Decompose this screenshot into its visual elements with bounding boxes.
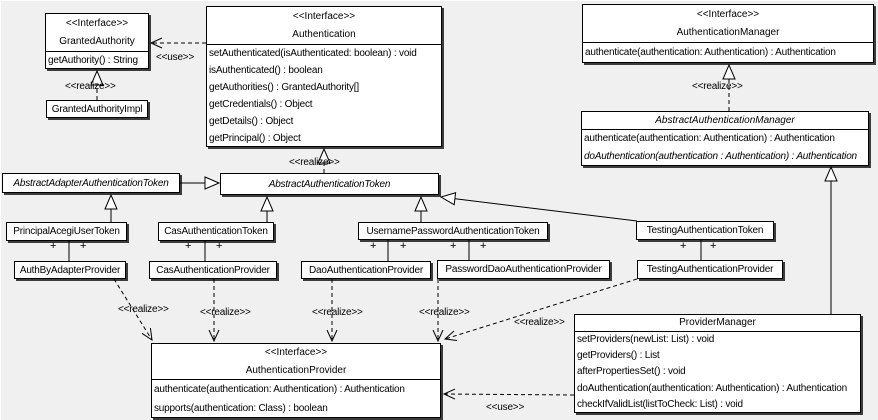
edge-label-realize-daoprovider: <<realize>> (312, 307, 363, 318)
class-stereotype: <<Interface>> (65, 18, 129, 29)
class-name: AuthenticationProvider (245, 365, 347, 376)
class-title: ProviderManager (575, 315, 860, 331)
edge-label-use-grantedauthority: <<use>> (156, 52, 195, 63)
class-box-authentication-provider: <<Interface>> AuthenticationProvider aut… (151, 343, 441, 418)
class-title: <<Interface>> GrantedAuthority (46, 14, 148, 51)
class-box-authentication: <<Interface>> Authentication setAuthenti… (206, 6, 442, 147)
assoc-end-plus: + (710, 240, 717, 252)
method: getAuthority() : String (48, 55, 138, 66)
class-name: TestingAuthenticationProvider (646, 264, 774, 275)
edge-use-providermanager-authprovider (444, 394, 575, 395)
edge-label-realize-passworddaoprovider: <<realize>> (419, 307, 470, 318)
class-name: DaoAuthenticationProvider (309, 264, 423, 276)
edge-realize-testingprovider (445, 278, 638, 339)
edge-label-realize-authbyadapter: <<realize>> (118, 304, 169, 315)
class-box-cas-authentication-token: CasAuthenticationToken (158, 222, 274, 241)
method: checkIfValidList(listToCheck: List) : vo… (577, 398, 743, 410)
method: doAuthentication(authentication : Authen… (584, 151, 857, 162)
assoc-end-plus: + (185, 240, 192, 252)
method: setAuthenticated(isAuthenticated: boolea… (209, 48, 417, 59)
class-box-provider-manager: ProviderManager setProviders(newList: Li… (574, 314, 861, 413)
edge-gen-testingauthenticationtoken (441, 197, 638, 222)
class-box-testing-authentication-token: TestingAuthenticationToken (636, 221, 774, 240)
class-box-dao-authentication-provider: DaoAuthenticationProvider (301, 261, 431, 279)
assoc-end-plus: + (480, 240, 487, 252)
class-name: GrantedAuthority (59, 36, 135, 47)
class-name: GrantedAuthorityImpl (51, 103, 143, 115)
class-box-password-dao-authentication-provider: PasswordDaoAuthenticationProvider (437, 260, 610, 279)
method: getDetails() : Object (209, 116, 294, 127)
edge-label-use-providermanager: <<use>> (486, 402, 525, 413)
edge-label-realize-authentication: <<realize>> (289, 157, 340, 168)
class-name: AuthenticationManager (676, 27, 780, 38)
method: getAuthorities() : GrantedAuthority[] (209, 82, 359, 93)
class-title: <<Interface>> AuthenticationProvider (152, 344, 440, 379)
edge-realize-authbyadapterprovider (113, 278, 152, 340)
class-name: ProviderManager (679, 317, 756, 328)
class-box-granted-authority-impl: GrantedAuthorityImpl (46, 100, 148, 118)
class-stereotype: <<Interface>> (264, 347, 328, 358)
class-name: AbstractAuthenticationManager (655, 115, 795, 126)
class-box-principal-acegi-user-token: PrincipalAcegiUserToken (6, 222, 127, 241)
class-name: CasAuthenticationProvider (156, 264, 270, 276)
class-name: UsernamePasswordAuthenticationToken (366, 225, 540, 237)
class-name: AuthByAdapterProvider (19, 264, 121, 276)
class-box-granted-authority: <<Interface>> GrantedAuthority getAuthor… (45, 13, 149, 69)
class-name: TestingAuthenticationToken (646, 225, 764, 236)
class-name: AbstractAdapterAuthenticationToken (13, 177, 169, 189)
method: afterPropertiesSet() : void (577, 366, 686, 378)
class-box-auth-by-adapter-provider: AuthByAdapterProvider (14, 261, 126, 279)
class-box-abstract-adapter-authentication-token: AbstractAdapterAuthenticationToken (2, 173, 180, 193)
method: setProviders(newList: List) : void (577, 334, 715, 345)
class-title: AbstractAuthenticationManager (582, 112, 868, 129)
class-stereotype: <<Interface>> (696, 9, 760, 20)
method: getProviders() : List (577, 350, 660, 362)
class-title: <<Interface>> AuthenticationManager (583, 5, 873, 42)
assoc-end-plus: + (216, 240, 223, 252)
method: getPrincipal() : Object (209, 133, 301, 144)
class-box-abstract-authentication-token: AbstractAuthenticationToken (220, 173, 439, 195)
edge-label-realize-grantedauthority: <<realize>> (65, 81, 116, 92)
assoc-end-plus: + (50, 240, 57, 252)
method: authenticate(authentication: Authenticat… (154, 384, 405, 395)
method: getCredentials() : Object (209, 99, 313, 110)
assoc-end-plus: + (400, 240, 407, 252)
class-name: PasswordDaoAuthenticationProvider (445, 264, 602, 275)
class-name: AbstractAuthenticationToken (268, 178, 391, 190)
edge-label-realize-authenticationmanager: <<realize>> (692, 81, 743, 92)
edge-label-realize-casprovider: <<realize>> (200, 307, 251, 318)
class-name: CasAuthenticationToken (164, 226, 268, 237)
method: doAuthentication(authentication: Authent… (577, 382, 847, 394)
class-box-testing-authentication-provider: TestingAuthenticationProvider (637, 260, 783, 279)
class-box-authentication-manager: <<Interface>> AuthenticationManager auth… (582, 4, 874, 63)
assoc-end-plus: + (80, 240, 87, 252)
method: supports(authentication: Class) : boolea… (154, 403, 328, 414)
method: authenticate(authentication: Authenticat… (585, 47, 836, 58)
class-box-abstract-authentication-manager: AbstractAuthenticationManager authentica… (581, 111, 869, 166)
assoc-end-plus: + (680, 240, 687, 252)
method: authenticate(authentication: Authenticat… (584, 133, 835, 144)
assoc-end-plus: + (450, 240, 457, 252)
method: isAuthenticated() : boolean (209, 65, 323, 76)
class-title: <<Interface>> Authentication (207, 7, 441, 44)
class-box-cas-authentication-provider: CasAuthenticationProvider (149, 261, 277, 279)
class-name: PrincipalAcegiUserToken (13, 226, 120, 237)
class-name: Authentication (292, 29, 356, 40)
edge-label-realize-testingprovider: <<realize>> (514, 317, 565, 328)
assoc-end-plus: + (370, 240, 377, 252)
class-box-username-password-authentication-token: UsernamePasswordAuthenticationToken (358, 222, 548, 240)
class-stereotype: <<Interface>> (292, 11, 356, 22)
